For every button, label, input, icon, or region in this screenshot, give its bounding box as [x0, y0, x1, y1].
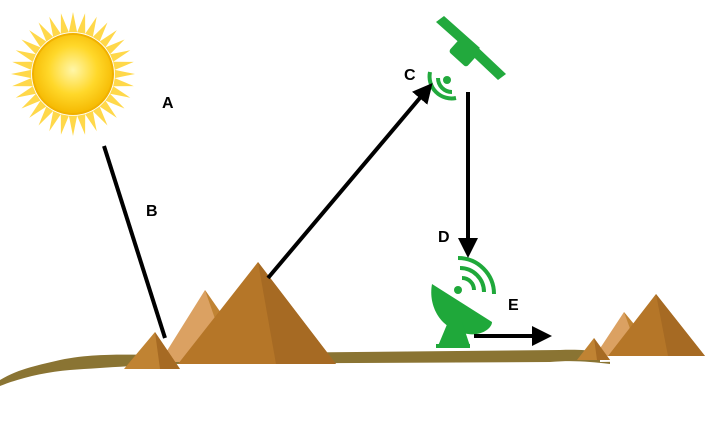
sun-ray: [105, 93, 125, 109]
sun-ray: [49, 16, 61, 37]
sun-ray: [49, 111, 61, 132]
sun-ray: [77, 13, 86, 34]
sun-ray: [105, 39, 125, 55]
sun-ray: [15, 86, 36, 98]
sun-ray: [92, 22, 108, 42]
reflected-ray-arrow: [266, 82, 433, 280]
sun-ray: [85, 16, 97, 37]
label-d: D: [438, 229, 450, 246]
sun-icon: [11, 12, 135, 136]
sun-ray: [110, 50, 131, 62]
sun-ray: [21, 39, 41, 55]
sun-ray: [15, 50, 36, 62]
sun-ray: [60, 13, 69, 34]
sun-ray: [110, 86, 131, 98]
sun-ray: [11, 69, 32, 79]
label-b: B: [146, 203, 158, 220]
label-c: C: [404, 67, 416, 84]
sun-ray: [113, 78, 134, 87]
sun-ray: [68, 12, 78, 33]
sun-ray: [12, 78, 33, 87]
satellite-icon: [427, 16, 506, 101]
sun-ray: [99, 100, 117, 118]
incident-ray: [102, 145, 167, 339]
remote-pyramids-icon: [577, 294, 705, 360]
sun-ray: [99, 30, 117, 48]
sun-ray: [12, 61, 33, 70]
sun-ray: [114, 69, 135, 79]
satellite-dish-icon: [431, 256, 496, 348]
sun-ray: [113, 61, 134, 70]
sun-ray: [21, 93, 41, 109]
sun-ray: [60, 114, 69, 135]
sun-ray: [29, 30, 47, 48]
sun-ray: [77, 114, 86, 135]
label-a: A: [162, 95, 174, 112]
sun-ray: [29, 100, 47, 118]
sun-ray: [85, 111, 97, 132]
sun-ray: [68, 115, 78, 136]
sun-ray: [38, 106, 54, 126]
sun-ray: [92, 106, 108, 126]
pyramids-icon: [124, 262, 336, 369]
sun-ray: [38, 22, 54, 42]
label-e: E: [508, 297, 519, 314]
